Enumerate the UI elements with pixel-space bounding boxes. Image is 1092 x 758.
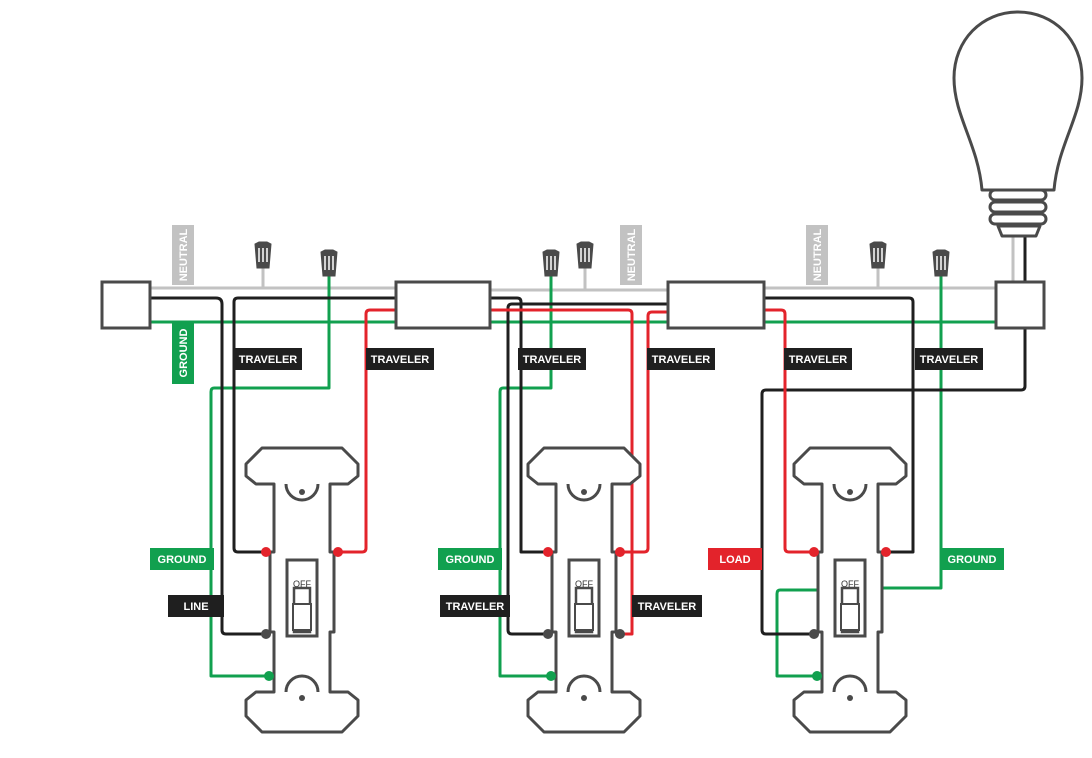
traveler-tag: TRAVELER <box>518 348 586 370</box>
off-text: OFF <box>841 579 859 589</box>
svg-text:NEUTRAL: NEUTRAL <box>626 228 638 281</box>
traveler-tag: TRAVELER <box>366 348 434 370</box>
switch-3: OFF <box>792 446 908 734</box>
ground-tag: GROUND <box>438 548 502 570</box>
svg-text:GROUND: GROUND <box>178 329 190 378</box>
ground-tag: GROUND <box>150 548 214 570</box>
neutral-tag: NEUTRAL <box>806 225 828 285</box>
light-box <box>994 280 1046 330</box>
neutral-wires <box>150 236 1015 292</box>
svg-text:LOAD: LOAD <box>719 554 750 566</box>
traveler-tag: TRAVELER <box>234 348 302 370</box>
terminal-black <box>261 629 271 639</box>
terminal-black <box>809 629 819 639</box>
neutral-tag: NEUTRAL <box>172 225 194 285</box>
svg-text:TRAVELER: TRAVELER <box>789 354 848 366</box>
ground-wires <box>150 276 996 678</box>
terminal-green <box>264 671 274 681</box>
svg-text:GROUND: GROUND <box>948 554 997 566</box>
svg-text:TRAVELER: TRAVELER <box>638 601 697 613</box>
terminal-red <box>881 547 891 557</box>
svg-text:GROUND: GROUND <box>446 554 495 566</box>
traveler-tag: TRAVELER <box>440 595 510 617</box>
wire-nut-icon <box>576 241 594 269</box>
svg-text:GROUND: GROUND <box>158 554 207 566</box>
terminal-red <box>261 547 271 557</box>
traveler-tag: TRAVELER <box>632 595 702 617</box>
wire-nut-icon <box>932 249 950 277</box>
source-box <box>100 280 152 330</box>
traveler-tag: TRAVELER <box>647 348 715 370</box>
junction-box-1 <box>394 280 492 330</box>
svg-text:TRAVELER: TRAVELER <box>652 354 711 366</box>
terminal-red <box>615 547 625 557</box>
svg-text:LINE: LINE <box>183 601 208 613</box>
light-bulb-icon <box>952 10 1084 238</box>
wire-nuts <box>254 241 950 277</box>
svg-text:TRAVELER: TRAVELER <box>523 354 582 366</box>
wire-nut-icon <box>869 241 887 269</box>
terminal-red <box>333 547 343 557</box>
wire-nut-icon <box>542 249 560 277</box>
off-text: OFF <box>293 579 311 589</box>
terminal-green <box>546 671 556 681</box>
ground-tag: GROUND <box>940 548 1004 570</box>
traveler-tag: TRAVELER <box>915 348 983 370</box>
svg-text:TRAVELER: TRAVELER <box>920 354 979 366</box>
wire-nut-icon <box>254 241 272 269</box>
terminal-black <box>543 629 553 639</box>
junction-box-2 <box>666 280 766 330</box>
line-tag: LINE <box>168 595 224 617</box>
switch-1: OFF <box>244 446 360 734</box>
svg-text:TRAVELER: TRAVELER <box>239 354 298 366</box>
svg-text:NEUTRAL: NEUTRAL <box>178 228 190 281</box>
svg-text:TRAVELER: TRAVELER <box>446 601 505 613</box>
load-tag: LOAD <box>708 548 762 570</box>
svg-text:TRAVELER: TRAVELER <box>371 354 430 366</box>
traveler-tag: TRAVELER <box>784 348 852 370</box>
black-wires <box>150 236 1027 636</box>
terminal-red <box>809 547 819 557</box>
terminal-green <box>812 671 822 681</box>
ground-tag: GROUND <box>172 322 194 384</box>
terminal-red <box>543 547 553 557</box>
off-text: OFF <box>575 579 593 589</box>
neutral-tag: NEUTRAL <box>620 225 642 285</box>
terminal-black <box>615 629 625 639</box>
switch-2: OFF <box>526 446 642 734</box>
wire-nut-icon <box>320 249 338 277</box>
junction-boxes <box>100 280 1046 330</box>
svg-text:NEUTRAL: NEUTRAL <box>812 228 824 281</box>
red-wires <box>340 308 818 636</box>
